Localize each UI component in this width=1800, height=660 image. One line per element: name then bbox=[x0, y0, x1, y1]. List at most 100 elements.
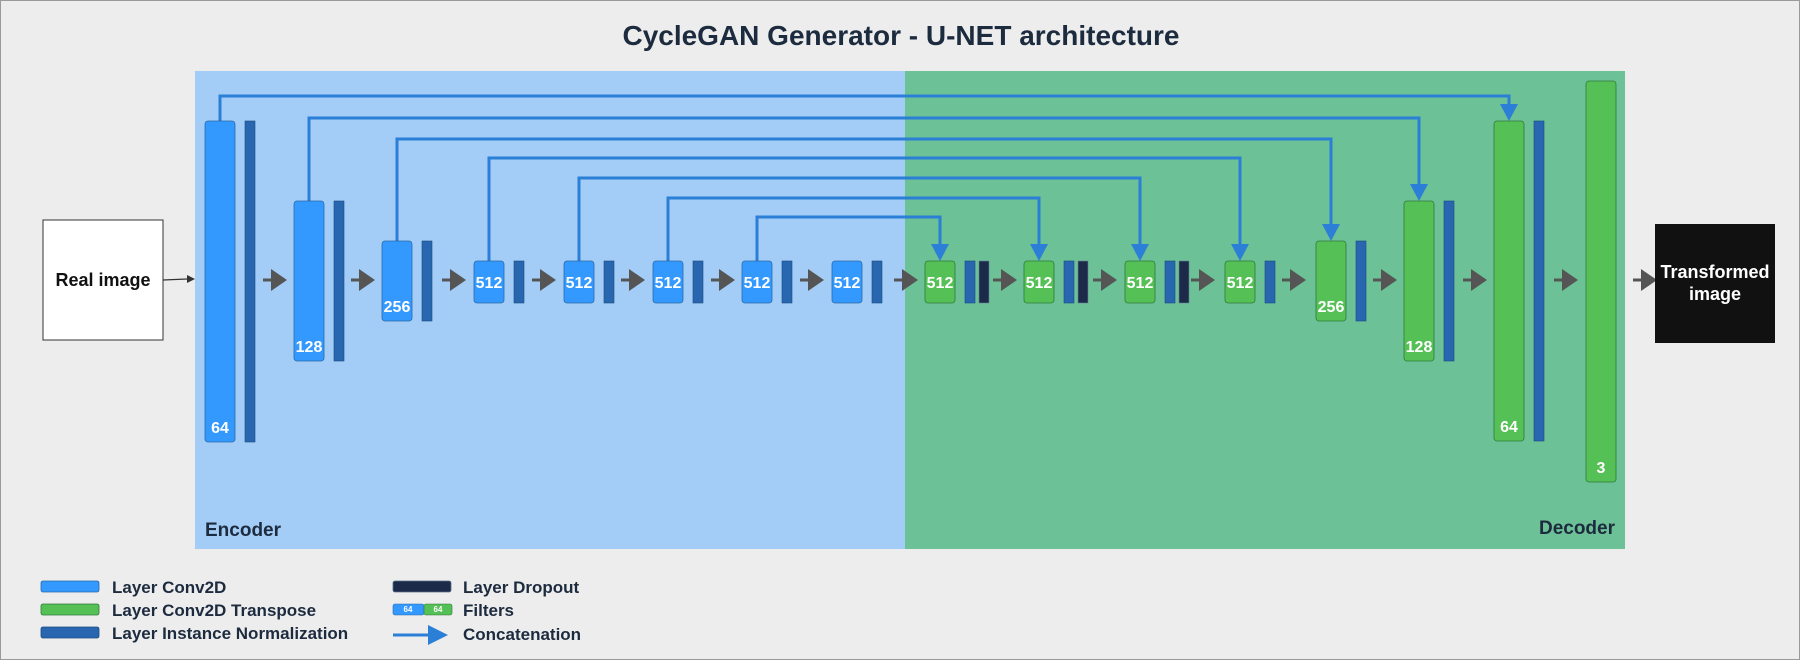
decoder-filter-label: 64 bbox=[1500, 419, 1518, 436]
encoder-instance-norm-block bbox=[421, 240, 433, 322]
decoder-dropout-block bbox=[1077, 260, 1089, 304]
decoder-instance-norm-block bbox=[1264, 260, 1276, 304]
encoder-conv2d-block bbox=[741, 260, 773, 304]
encoder-filter-label: 64 bbox=[211, 420, 229, 437]
flow-arrow-head bbox=[1562, 269, 1578, 291]
legend-concat-arrow-head bbox=[428, 625, 448, 645]
encoder-conv2d-block bbox=[381, 240, 413, 322]
concat-connection-head bbox=[1030, 244, 1048, 261]
concat-connection-line bbox=[218, 94, 1511, 121]
legend-label-conv2d-transpose: Layer Conv2D Transpose bbox=[112, 601, 316, 620]
flow-arrow-head bbox=[1381, 269, 1397, 291]
encoder-conv2d-block bbox=[831, 260, 863, 304]
concat-connection-head bbox=[1131, 244, 1149, 261]
decoder-conv2d-transpose-block bbox=[1585, 80, 1617, 483]
flow-arrow-head bbox=[540, 269, 556, 291]
decoder-conv2d-transpose-block bbox=[1493, 120, 1525, 442]
concat-connection-head bbox=[1231, 244, 1249, 261]
flow-arrow-head bbox=[1199, 269, 1215, 291]
flow-arrow-head bbox=[629, 269, 645, 291]
flow-arrow-head bbox=[1290, 269, 1306, 291]
encoder-instance-norm-block bbox=[871, 260, 883, 304]
decoder-conv2d-transpose-block bbox=[1315, 240, 1347, 322]
encoder-filter-label: 512 bbox=[744, 275, 771, 292]
decoder-filter-label: 3 bbox=[1597, 460, 1606, 477]
encoder-instance-norm-block bbox=[244, 120, 256, 443]
decoder-instance-norm-block bbox=[1063, 260, 1075, 304]
concat-connection-line bbox=[307, 116, 1421, 201]
flow-arrow-head bbox=[359, 269, 375, 291]
legend-filters-sample-1: 64 bbox=[404, 605, 413, 614]
flow-arrow-head bbox=[1101, 269, 1117, 291]
decoder-label: Decoder bbox=[1539, 518, 1616, 539]
decoder-instance-norm-block bbox=[1533, 120, 1545, 442]
input-arrow-head bbox=[187, 275, 195, 283]
concat-connection-head bbox=[1410, 184, 1428, 201]
encoder-instance-norm-block bbox=[692, 260, 704, 304]
concat-connection-line bbox=[755, 215, 942, 261]
flow-arrows bbox=[263, 269, 1657, 291]
decoder-filter-label: 512 bbox=[1127, 275, 1154, 292]
decoder-filter-label: 512 bbox=[927, 275, 954, 292]
flow-arrow-head bbox=[808, 269, 824, 291]
legend-swatch-filters-transpose bbox=[423, 603, 453, 616]
output-image-label-line-1: Transformed bbox=[1660, 262, 1769, 282]
flow-arrow-head bbox=[719, 269, 735, 291]
encoder-instance-norm-block bbox=[781, 260, 793, 304]
legend-label-conv2d: Layer Conv2D bbox=[112, 578, 226, 597]
encoder-filter-label: 512 bbox=[834, 275, 861, 292]
decoder-filter-label: 512 bbox=[1026, 275, 1053, 292]
flow-arrow-head bbox=[1641, 269, 1657, 291]
input-arrow-line bbox=[162, 278, 188, 281]
encoder-conv2d-block bbox=[652, 260, 684, 304]
decoder-instance-norm-block bbox=[1355, 240, 1367, 322]
concat-connection-line bbox=[395, 137, 1333, 241]
concat-connection-line bbox=[577, 176, 1142, 261]
concat-connection-line bbox=[666, 196, 1041, 261]
encoder-instance-norm-block bbox=[333, 200, 345, 362]
encoder-filter-label: 512 bbox=[655, 275, 682, 292]
legend-label-concatenation: Concatenation bbox=[463, 625, 581, 644]
legend-label-instance-norm: Layer Instance Normalization bbox=[112, 624, 348, 643]
legend-label-filters: Filters bbox=[463, 601, 514, 620]
encoder-instance-norm-block bbox=[513, 260, 525, 304]
encoder-instance-norm-block bbox=[603, 260, 615, 304]
decoder-conv2d-transpose-block bbox=[1023, 260, 1055, 304]
encoder-filter-label: 128 bbox=[296, 339, 323, 356]
encoder-conv2d-block bbox=[473, 260, 505, 304]
flow-arrow-head bbox=[450, 269, 466, 291]
concat-connection-line bbox=[487, 156, 1242, 261]
encoder-filter-label: 256 bbox=[384, 299, 411, 316]
concatenation-connections bbox=[218, 94, 1518, 261]
decoder-conv2d-transpose-block bbox=[924, 260, 956, 304]
encoder-filter-label: 512 bbox=[566, 275, 593, 292]
decoder-instance-norm-block bbox=[964, 260, 976, 304]
encoder-conv2d-block bbox=[563, 260, 595, 304]
decoder-dropout-block bbox=[1178, 260, 1190, 304]
legend-swatch-instance-norm bbox=[40, 626, 100, 639]
decoder-filter-label: 256 bbox=[1318, 299, 1345, 316]
flow-arrow-head bbox=[1471, 269, 1487, 291]
decoder-conv2d-transpose-block bbox=[1224, 260, 1256, 304]
concat-connection-head bbox=[931, 244, 949, 261]
flow-arrow-head bbox=[1001, 269, 1017, 291]
decoder-filter-label: 128 bbox=[1406, 339, 1433, 356]
legend-filters-sample-2: 64 bbox=[434, 605, 443, 614]
flow-arrow-head bbox=[271, 269, 287, 291]
decoder-instance-norm-block bbox=[1164, 260, 1176, 304]
concat-connection-head bbox=[1500, 104, 1518, 121]
legend: Layer Conv2D Layer Conv2D Transpose Laye… bbox=[40, 578, 581, 645]
decoder-conv2d-transpose-block bbox=[1403, 200, 1435, 362]
legend-swatch-conv2d bbox=[40, 580, 100, 593]
encoder-conv2d-block bbox=[204, 120, 236, 443]
flow-arrow-head bbox=[902, 269, 918, 291]
diagram-title: CycleGAN Generator - U-NET architecture bbox=[622, 20, 1179, 51]
legend-swatch-dropout bbox=[392, 580, 452, 593]
input-image-label: Real image bbox=[55, 270, 150, 290]
output-image-label-line-2: image bbox=[1689, 284, 1741, 304]
output-image-box bbox=[1655, 224, 1775, 343]
decoder-dropout-block bbox=[978, 260, 990, 304]
